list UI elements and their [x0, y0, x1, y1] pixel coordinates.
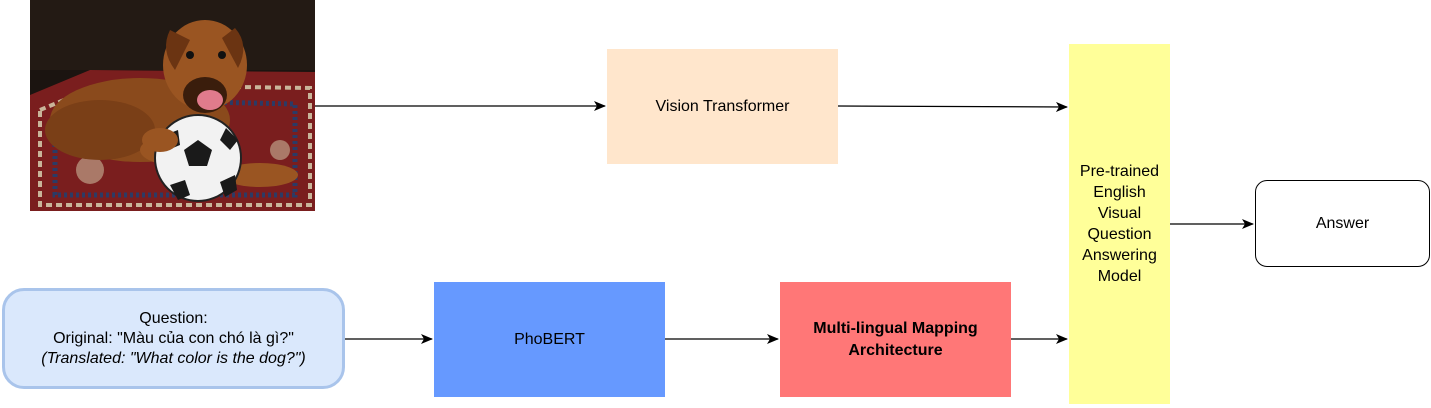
question-original: Original: "Màu của con chó là gì?": [53, 329, 294, 347]
input-image: [30, 0, 315, 211]
vqa-model-label-line: English: [1093, 184, 1146, 201]
vqa-model-label-line: Visual: [1097, 205, 1142, 222]
arrow-vit-to-vqa: [837, 101, 1068, 112]
question-heading: Question:: [139, 309, 208, 327]
vqa-model-label-line: Pre-trained: [1079, 163, 1160, 180]
mapping-label-line: Architecture: [848, 341, 943, 359]
dog-with-ball-image: [30, 0, 315, 211]
phobert-label: PhoBERT: [514, 331, 585, 348]
vqa-model-label-line: Question: [1087, 226, 1152, 243]
mapping-label-line: Multi-lingual Mapping: [813, 319, 978, 337]
question-translated: (Translated: "What color is the dog?"): [41, 349, 306, 367]
question-node: Question: Original: "Màu của con chó là …: [2, 288, 345, 389]
vqa-model-node: Pre-trained English Visual Question Answ…: [1069, 44, 1170, 404]
vision-transformer-label: Vision Transformer: [655, 98, 790, 115]
mapping-architecture-node: Multi-lingual Mapping Architecture: [780, 282, 1011, 397]
answer-node: Answer: [1255, 180, 1430, 267]
answer-label: Answer: [1315, 215, 1370, 232]
vqa-model-label-line: Answering: [1082, 247, 1157, 264]
phobert-node: PhoBERT: [434, 282, 665, 397]
vqa-model-label-line: Model: [1097, 268, 1142, 285]
vision-transformer-node: Vision Transformer: [607, 49, 838, 164]
